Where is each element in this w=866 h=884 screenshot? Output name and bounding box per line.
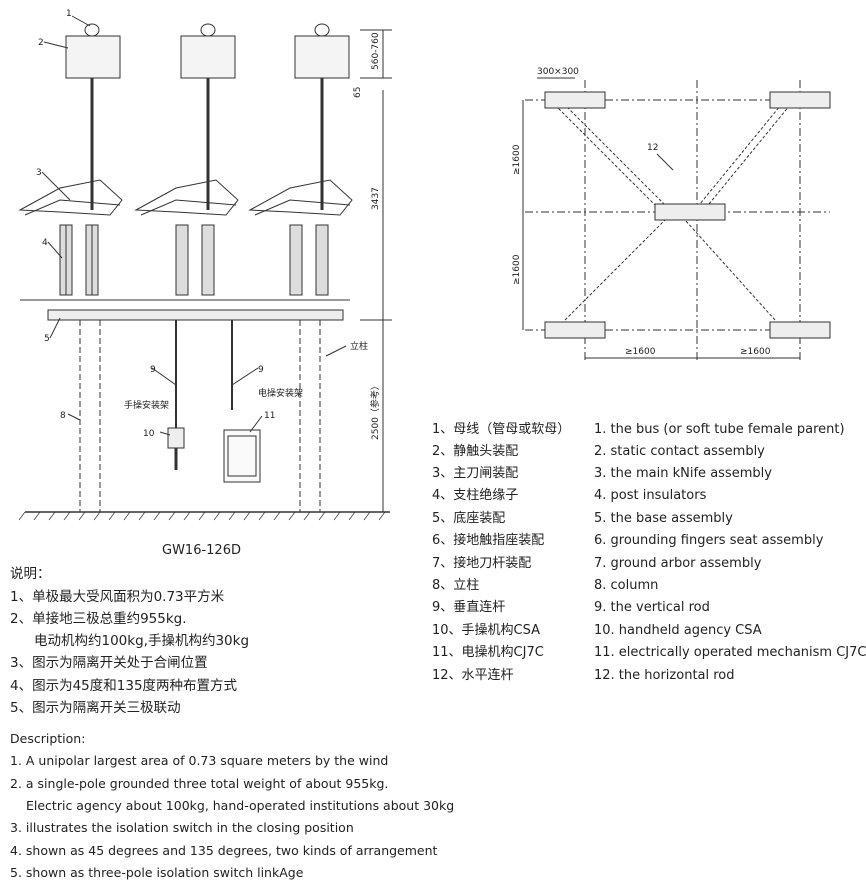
note-line: 电动机构约100kg,手操机构约30kg [34, 633, 250, 649]
callout-2: 2 [38, 38, 44, 48]
description-line: 4. shown as 45 degrees and 135 degrees, … [10, 843, 438, 858]
legend-en: 7. ground arbor assembly [594, 556, 762, 571]
description-line: 5. shown as three-pole isolation switch … [10, 865, 304, 880]
callout-4: 4 [42, 238, 48, 248]
notes-heading: 说明： [10, 566, 51, 582]
note-line: 2、单接地三极总重约955kg. [10, 611, 187, 627]
legend-en: 10. handheld agency CSA [594, 623, 762, 638]
callout-5: 5 [44, 334, 50, 344]
dim-horizontal-1: ≥1600 [625, 347, 656, 357]
legend-cn: 4、支柱绝缘子 [432, 488, 519, 503]
description-heading: Description: [10, 731, 86, 746]
label-column: 立柱 [350, 340, 368, 352]
legend-cn: 1、母线（管母或软母） [432, 422, 571, 437]
legend-en: 9. the vertical rod [594, 600, 710, 615]
dim-2500: 2500（参考） [369, 381, 381, 440]
callout-12: 12 [647, 143, 658, 153]
description-line: 1. A unipolar largest area of 0.73 squar… [10, 753, 389, 768]
callout-11: 11 [264, 411, 275, 421]
pole-1 [18, 23, 123, 296]
legend-cn: 5、底座装配 [432, 511, 506, 526]
page: { "front_view": { "model": "GW16-126D", … [10, 9, 866, 880]
front-elevation-drawing: 1 2 3 4 5 8 9 9 10 11 立柱 手操安装架 电操安装架 560… [18, 9, 392, 521]
dim-3437: 3437 [371, 187, 381, 210]
legend-en: 12. the horizontal rod [594, 668, 735, 683]
legend: 1、母线（管母或软母） 1. the bus (or soft tube fem… [432, 420, 866, 690]
note-line: 1、单极最大受风面积为0.73平方米 [10, 589, 225, 605]
dim-vertical-2: ≥1600 [512, 254, 522, 285]
label-manual-mount: 手操安装架 [124, 399, 169, 411]
label-electric-mount: 电操安装架 [258, 387, 303, 399]
legend-cn: 3、主刀闸装配 [432, 466, 519, 481]
note-line: 4、图示为45度和135度两种布置方式 [10, 678, 238, 694]
description-line: 2. a single-pole grounded three total we… [10, 776, 389, 791]
dim-horizontal-2: ≥1600 [740, 347, 771, 357]
dim-300x300: 300×300 [537, 67, 579, 77]
legend-cn: 7、接地刀杆装配 [432, 556, 532, 571]
callout-1: 1 [66, 9, 72, 19]
legend-cn: 10、手操机构CSA [432, 623, 541, 638]
legend-en: 8. column [594, 578, 659, 593]
legend-en: 3. the main kNife assembly [594, 466, 772, 481]
legend-cn: 6、接地触指座装配 [432, 533, 545, 548]
legend-en: 4. post insulators [594, 488, 707, 503]
legend-cn: 9、垂直连杆 [432, 600, 506, 615]
dim-65: 65 [353, 87, 363, 98]
model-label: GW16-126D [162, 543, 241, 558]
pole-3 [248, 23, 353, 296]
note-line: 5、图示为隔离开关三极联动 [10, 700, 181, 716]
legend-cn: 12、水平连杆 [432, 668, 514, 683]
note-line: 3、图示为隔离开关处于合闸位置 [10, 655, 208, 671]
legend-en: 6. grounding fingers seat assembly [594, 533, 824, 548]
legend-cn: 8、立柱 [432, 578, 480, 593]
dim-vertical-1: ≥1600 [512, 144, 522, 175]
dim-560-760: 560-760 [371, 32, 381, 70]
legend-en: 1. the bus (or soft tube female parent) [594, 422, 845, 437]
callout-8: 8 [60, 411, 66, 421]
legend-cn: 11、电操机构CJ7C [432, 645, 544, 660]
legend-cn: 2、静触头装配 [432, 444, 519, 459]
callout-9-left: 9 [150, 365, 156, 375]
description-line: 3. illustrates the isolation switch in t… [10, 820, 354, 835]
plan-view-drawing: 300×300 ≥1600 ≥1600 ≥1600 ≥1600 12 [512, 67, 831, 360]
legend-en: 2. static contact assembly [594, 444, 765, 459]
pole-2 [134, 23, 239, 296]
legend-en: 5. the base assembly [594, 511, 733, 526]
callout-10: 10 [143, 429, 155, 439]
callout-3: 3 [36, 168, 42, 178]
callout-9-right: 9 [258, 365, 264, 375]
description-line: Electric agency about 100kg, hand-operat… [26, 798, 455, 813]
legend-en: 11. electrically operated mechanism CJ7C [594, 645, 866, 660]
